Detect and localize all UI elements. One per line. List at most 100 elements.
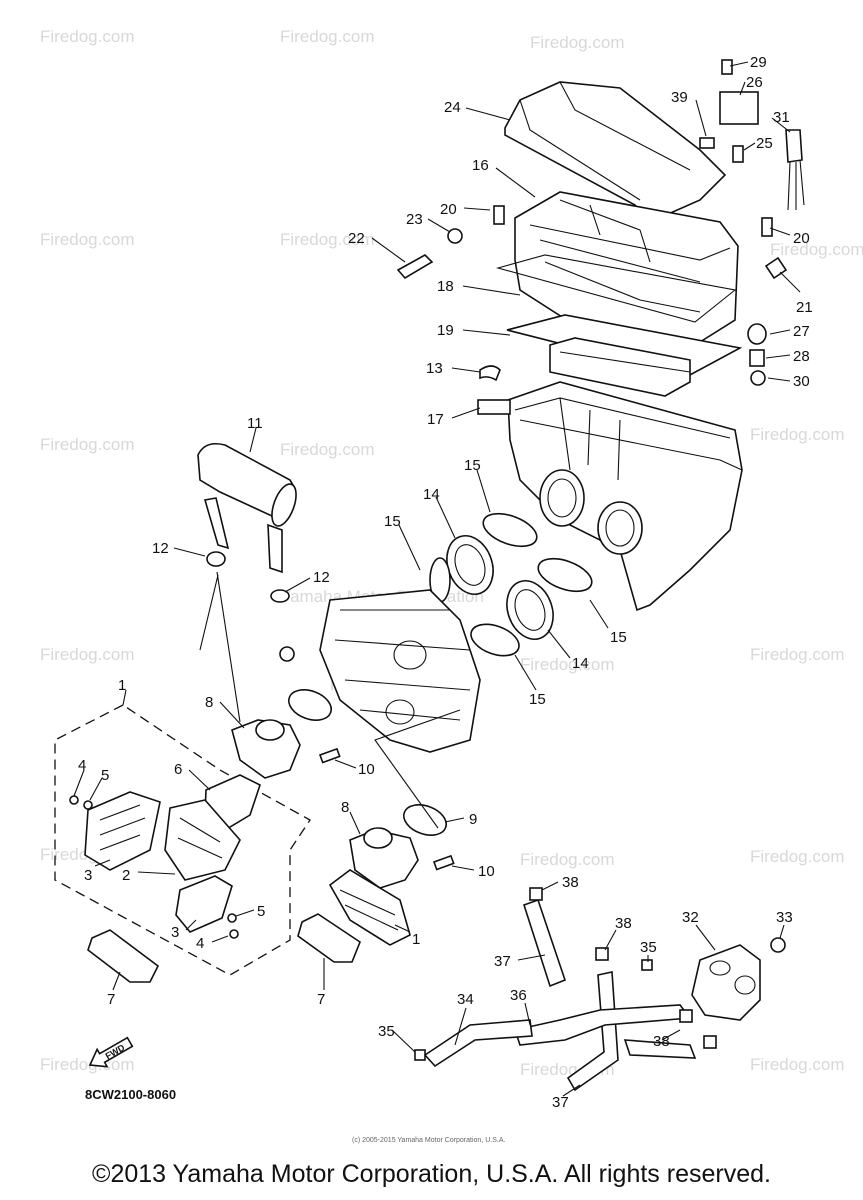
part-hose-37 <box>623 1039 697 1059</box>
part-outlet-port <box>597 501 643 555</box>
part-fuel-pump-32 <box>691 944 761 1021</box>
part-carburetors <box>319 589 481 753</box>
part-gasket-7 <box>87 929 160 983</box>
watermark-text: Firedog.com <box>520 655 614 674</box>
callout-8: 8 <box>341 799 349 816</box>
part-screw-4 <box>229 929 239 939</box>
part-airbox-lower-17 <box>507 381 743 612</box>
part-clamp-15 <box>537 557 593 593</box>
callout-2: 2 <box>122 867 130 884</box>
part-reed-3 <box>175 875 233 933</box>
watermark-text: Firedog.com <box>40 230 134 249</box>
callout-34: 34 <box>457 991 474 1008</box>
callout-18: 18 <box>437 278 454 295</box>
callout-10: 10 <box>478 863 495 880</box>
part-clip-35 <box>641 959 653 971</box>
watermark-text: Firedog.com <box>280 440 374 459</box>
callout-22: 22 <box>348 230 365 247</box>
copyright-text: ©2013 Yamaha Motor Corporation, U.S.A. A… <box>92 1160 771 1188</box>
watermark-text: Firedog.com <box>40 1055 134 1074</box>
watermark-text: Firedog.com <box>40 435 134 454</box>
part-clamp-15 <box>482 512 538 548</box>
callout-35: 35 <box>378 1023 395 1040</box>
callout-27: 27 <box>793 323 810 340</box>
callout-37: 37 <box>552 1094 569 1111</box>
callout-3: 3 <box>171 924 179 941</box>
callout-23: 23 <box>406 211 423 228</box>
callout-4: 4 <box>78 757 86 774</box>
callout-15: 15 <box>384 513 401 530</box>
callout-3: 3 <box>84 867 92 884</box>
callout-1: 1 <box>412 931 420 948</box>
small-copyright-note: (c) 2005-2015 Yamaha Motor Corporation, … <box>352 1137 505 1144</box>
callout-35: 35 <box>640 939 657 956</box>
part-washer-5 <box>83 800 93 810</box>
part-bolt-10 <box>432 854 455 871</box>
part-bolt-25 <box>732 145 744 163</box>
watermark-text: Firedog.com <box>40 27 134 46</box>
callout-5: 5 <box>101 767 109 784</box>
callout-38: 38 <box>615 915 632 932</box>
part-clip-38 <box>529 887 543 901</box>
callout-28: 28 <box>793 348 810 365</box>
part-clamp-12 <box>206 551 226 567</box>
callout-20: 20 <box>440 201 457 218</box>
part-sensor-31 <box>785 129 803 163</box>
callout-14: 14 <box>423 486 440 503</box>
callout-25: 25 <box>756 135 773 152</box>
reed-valve-group <box>54 704 411 983</box>
callout-39: 39 <box>671 89 688 106</box>
part-screw-4 <box>69 795 79 805</box>
watermark-text: Firedog.com <box>40 645 134 664</box>
watermark-text: Firedog.com <box>280 230 374 249</box>
callout-10: 10 <box>358 761 375 778</box>
callout-38: 38 <box>653 1033 670 1050</box>
callout-24: 24 <box>444 99 461 116</box>
part-outlet-port <box>539 469 585 527</box>
fuel-pump-group <box>414 887 786 1092</box>
callout-12: 12 <box>313 569 330 586</box>
part-washer-5 <box>227 913 237 923</box>
callout-labels: 29 26 39 31 25 24 16 20 23 22 20 21 18 1… <box>78 54 813 1111</box>
diagram-code: 8CW2100-8060 <box>85 1087 176 1102</box>
part-bracket-17 <box>477 399 511 415</box>
watermark-text: Firedog.com <box>520 850 614 869</box>
callout-11: 11 <box>247 415 263 432</box>
part-boot-14 <box>506 580 554 640</box>
callout-30: 30 <box>793 373 810 390</box>
watermark-text: Firedog.com <box>750 1055 844 1074</box>
part-gasket-18 <box>495 254 737 323</box>
part-clamp-12 <box>270 589 290 603</box>
callout-20: 20 <box>793 230 810 247</box>
part-bolt-20 <box>493 205 505 225</box>
watermark-text: Firedog.com <box>750 425 844 444</box>
callout-37: 37 <box>494 953 511 970</box>
part-clip-13 <box>479 365 501 382</box>
part-hose-37 <box>523 898 567 988</box>
part-hose-34 <box>423 1019 533 1068</box>
part-gasket-7 <box>297 913 361 963</box>
callout-1: 1 <box>118 677 126 694</box>
leader-lines <box>73 61 801 1097</box>
callout-6: 6 <box>174 761 182 778</box>
callout-19: 19 <box>437 322 454 339</box>
part-bolt-10 <box>318 747 341 764</box>
watermark-text: Firedog.com <box>280 27 374 46</box>
part-clamp-9 <box>402 804 448 836</box>
carb-group <box>197 442 593 889</box>
callout-15: 15 <box>529 691 546 708</box>
callout-7: 7 <box>107 991 115 1008</box>
part-washer-23 <box>447 228 463 244</box>
part-reed-3 <box>84 791 161 871</box>
callout-12: 12 <box>152 540 169 557</box>
callout-33: 33 <box>776 909 793 926</box>
watermark-text: Firedog.com <box>770 240 863 259</box>
callout-14: 14 <box>572 655 589 672</box>
part-clip-35 <box>414 1049 426 1061</box>
callout-38: 38 <box>562 874 579 891</box>
part-collar-28 <box>749 349 765 367</box>
callout-16: 16 <box>472 157 489 174</box>
part-sensor-22 <box>396 254 434 280</box>
watermark-text: Firedog.com <box>750 847 844 866</box>
part-clip-39 <box>699 137 715 149</box>
